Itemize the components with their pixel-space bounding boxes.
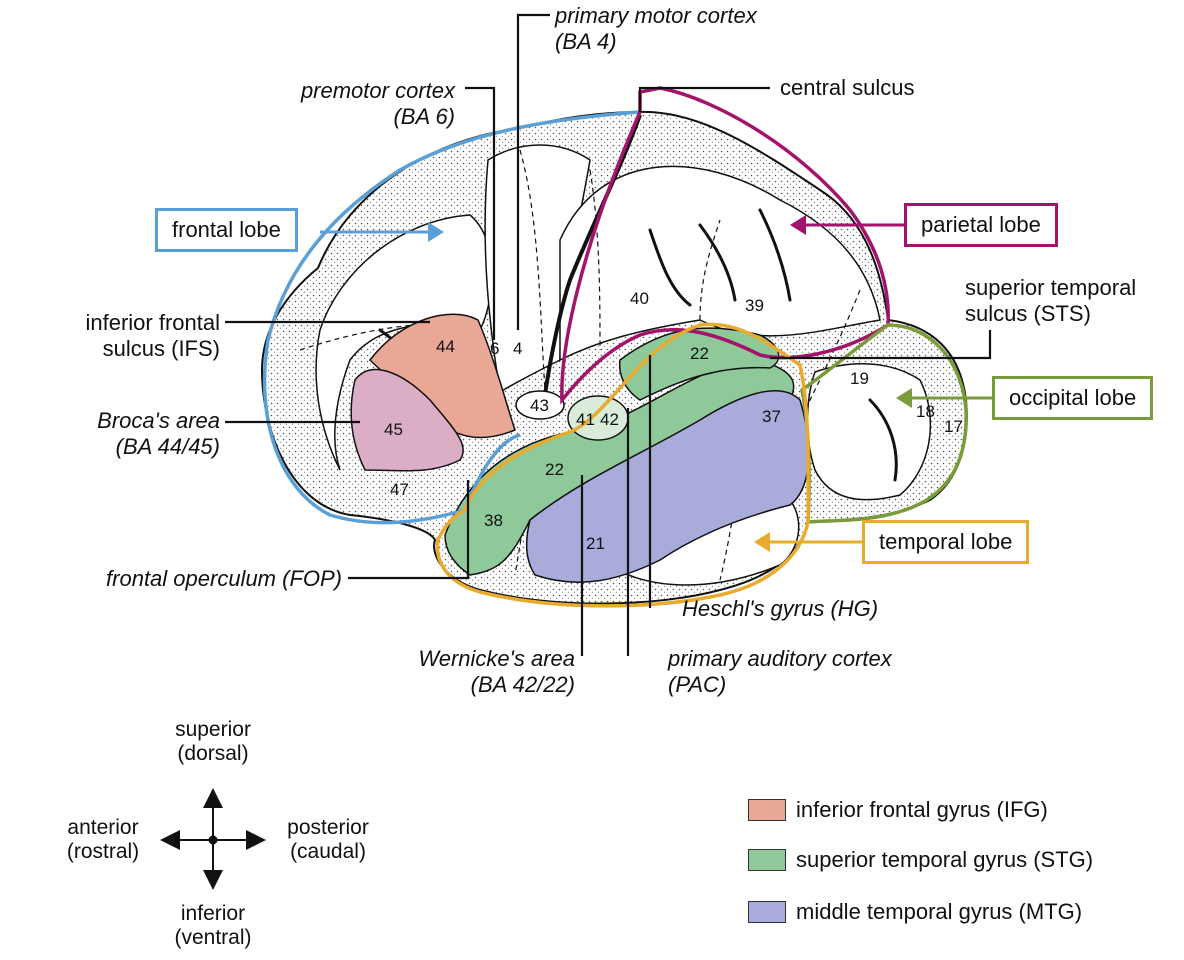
occipital-lobe-outline [800,323,968,524]
frontal-lobe-box: frontal lobe [155,208,298,252]
ba-4: 4 [513,339,523,358]
ba-44: 44 [436,337,455,356]
legend-label-ifg: inferior frontal gyrus (IFG) [796,797,1048,822]
label-hg: Heschl's gyrus (HG) [682,596,879,621]
legend-label-stg: superior temporal gyrus (STG) [796,847,1094,872]
region-43 [515,390,565,420]
frontal-arrow-head [428,222,444,242]
label-sts: superior temporal sulcus (STS) [965,275,1137,326]
orientation-superior: superior (dorsal) [175,718,251,765]
legend-item-stg: superior temporal gyrus (STG) [748,845,1093,875]
ba-6: 6 [490,339,500,358]
orientation-inferior: inferior (ventral) [174,902,252,949]
occipital-gyri [806,363,932,501]
occipital-lobe-box: occipital lobe [992,376,1154,420]
legend-swatch-stg [748,849,786,871]
ba-19: 19 [850,369,869,388]
ba-37: 37 [762,407,781,426]
parietal-lobe-box: parietal lobe [904,203,1058,247]
legend-swatch-mtg [748,901,786,923]
ba-18: 18 [916,402,935,421]
central-sulcus-line [543,114,642,396]
ba-17: 17 [944,417,963,436]
ba-39: 39 [745,296,764,315]
label-premotor: premotor cortex (BA 6) [300,78,455,129]
label-primary-motor: primary motor cortex (BA 4) [555,3,757,54]
legend-label-mtg: middle temporal gyrus (MTG) [796,899,1083,924]
leader-lines [225,13,992,656]
ba-43: 43 [530,396,549,415]
legend-item-ifg: inferior frontal gyrus (IFG) [748,795,1048,825]
label-ifs: inferior frontal sulcus (IFS) [85,310,220,361]
label-central-sulcus: central sulcus [780,75,915,100]
label-broca: Broca's area (BA 44/45) [97,408,220,459]
parietal-arrow-head [790,215,806,235]
orientation-posterior: posterior (caudal) [287,816,369,863]
parietal-gyri [559,165,881,362]
label-pac: primary auditory cortex (PAC) [668,646,892,697]
ba-38: 38 [484,511,503,530]
label-fop: frontal operculum (FOP) [106,566,342,591]
ba-45: 45 [384,420,403,439]
ba-42: 42 [600,410,619,429]
ba-22-lower: 22 [545,460,564,479]
region-broca-45 [350,369,464,472]
legend-item-mtg: middle temporal gyrus (MTG) [748,897,1082,927]
temporal-arrow-head [754,532,770,552]
ba-47: 47 [390,480,409,499]
ba-41: 41 [576,410,595,429]
ba-21: 21 [586,534,605,553]
ba-40: 40 [630,289,649,308]
parietal-lobe-outline [560,86,890,405]
region-mtg [525,390,810,583]
legend-swatch-ifg [748,799,786,821]
temporal-lobe-outline [435,322,810,608]
temporal-lobe-box: temporal lobe [862,520,1030,564]
orientation-anterior: anterior (rostral) [66,816,140,863]
label-wernicke: Wernicke's area (BA 42/22) [418,646,575,697]
ba-22-upper: 22 [690,344,709,363]
occipital-arrow-head [896,388,912,408]
orientation-compass [160,788,266,890]
